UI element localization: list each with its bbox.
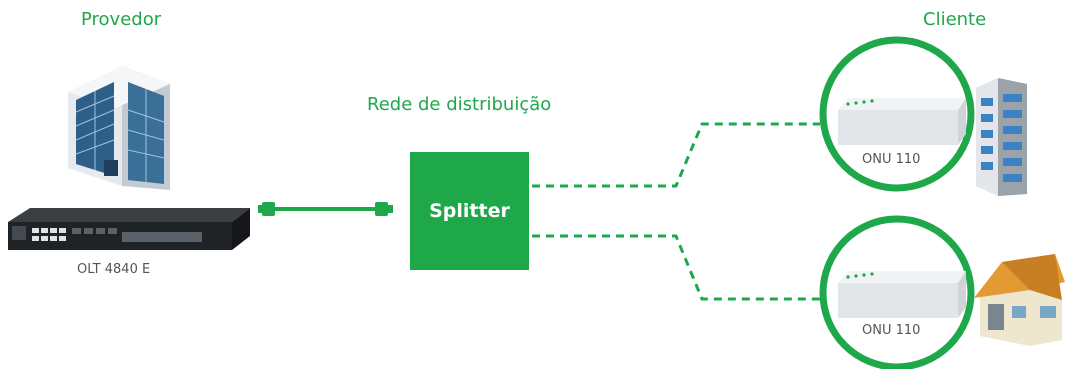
house-icon (974, 254, 1065, 346)
office-building-icon (68, 66, 170, 190)
fiber-cable-icon (258, 202, 393, 216)
link-to-onu-1 (532, 122, 820, 188)
apartment-building-icon (976, 78, 1027, 196)
distribution-title: Rede de distribuição (367, 94, 552, 115)
client-title: Cliente (923, 9, 987, 30)
olt-rack-switch-icon (8, 208, 250, 250)
splitter-box: Splitter (410, 152, 529, 270)
onu-device-icon (819, 215, 975, 369)
provider-title: Provedor (81, 9, 162, 30)
olt-label: OLT 4840 E (77, 262, 151, 277)
onu-label-2: ONU 110 (862, 323, 921, 338)
splitter-label: Splitter (429, 200, 510, 222)
onu-label-1: ONU 110 (862, 152, 921, 167)
link-to-onu-2 (532, 234, 820, 301)
onu-device-icon (819, 36, 975, 192)
distribution-links (532, 122, 820, 301)
